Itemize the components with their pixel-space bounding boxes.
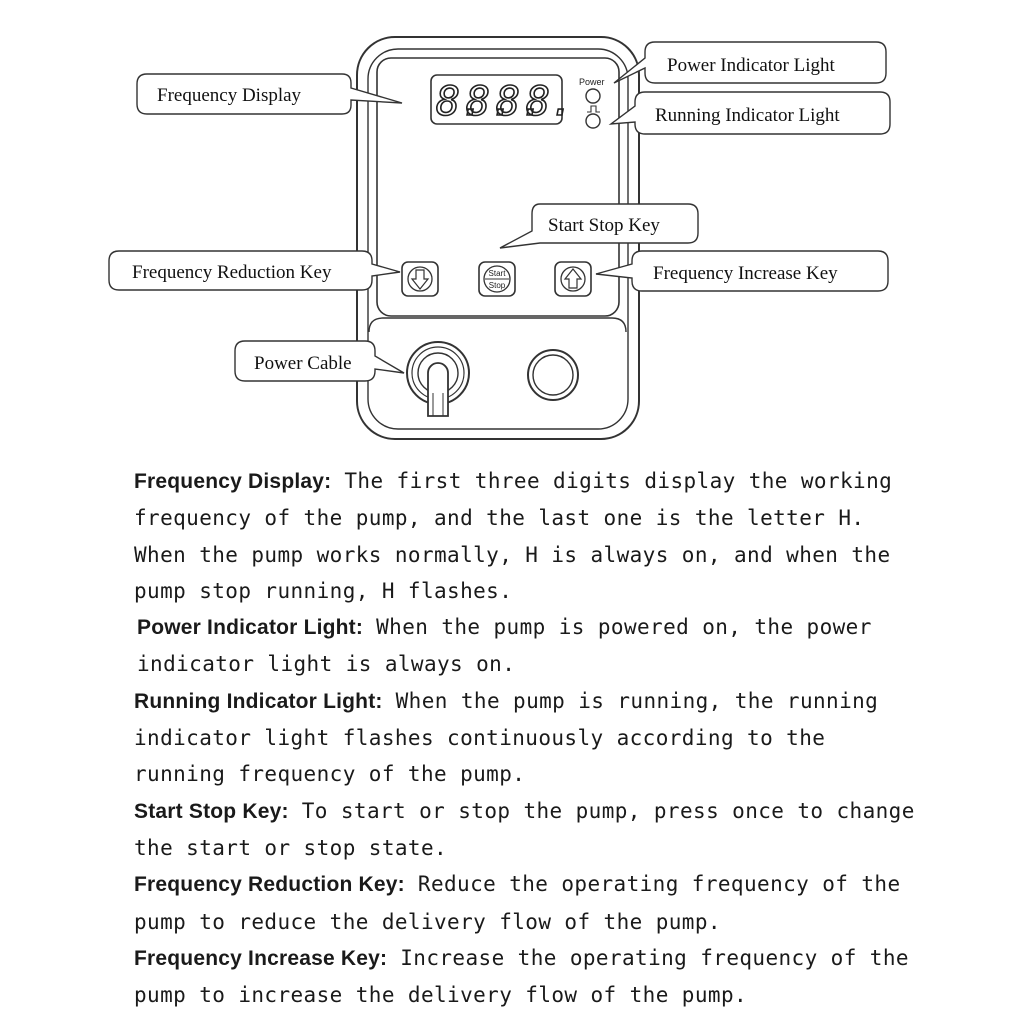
description-text: To start or stop the pump, press once to… (134, 798, 915, 860)
callout-frequency-display: Frequency Display (136, 73, 403, 115)
description-text: When the pump is powered on, the power i… (137, 615, 872, 677)
description-term: Running Indicator Light: (134, 689, 383, 713)
description-term: Frequency Reduction Key: (134, 873, 405, 897)
frequency-increase-key[interactable] (554, 261, 592, 297)
arrow-up-icon (563, 268, 583, 289)
description-term: Power Indicator Light: (137, 616, 364, 640)
start-label: Start (489, 269, 507, 278)
description-item: Running Indicator Light: When the pump i… (134, 683, 924, 793)
frequency-display: 8. 8. 8. 8. (430, 74, 575, 126)
description-item: Power Indicator Light: When the pump is … (134, 609, 924, 683)
callout-start-stop-key: Start Stop Key (499, 203, 699, 249)
description-item: Frequency Increase Key: Increase the ope… (134, 940, 924, 1014)
pump-controller-diagram: 8. 8. 8. 8. Power Start Stop (108, 36, 891, 440)
callout-frequency-reduction-key: Frequency Reduction Key (108, 250, 401, 291)
frequency-reduction-key[interactable] (401, 261, 439, 297)
callout-label: Running Indicator Light (655, 105, 840, 126)
callout-label: Start Stop Key (548, 215, 660, 236)
description-text: The first three digits display the worki… (134, 469, 893, 603)
description-text: Reduce the operating frequency of the pu… (134, 872, 901, 934)
callout-label: Frequency Increase Key (653, 263, 838, 284)
description-item: Frequency Display: The first three digit… (134, 463, 924, 609)
description-item: Start Stop Key: To start or stop the pum… (134, 793, 924, 867)
stop-label: Stop (489, 281, 506, 290)
blank-port (527, 349, 579, 401)
arrow-down-icon (410, 269, 430, 290)
description-term: Frequency Display: (134, 470, 332, 493)
callout-label: Frequency Reduction Key (132, 262, 332, 283)
display-digit: 8. (496, 79, 544, 125)
display-digit: 8. (526, 79, 574, 125)
description-text: When the pump is running, the running in… (134, 688, 879, 787)
power-cable-gland (406, 341, 470, 417)
pulse-icon (587, 105, 600, 113)
display-digit: 8. (436, 79, 484, 125)
callout-power-indicator: Power Indicator Light (613, 41, 887, 84)
power-indicator-light (585, 88, 601, 104)
callout-label: Frequency Display (157, 85, 302, 106)
display-digit: 8. (466, 79, 514, 125)
callout-power-cable: Power Cable (234, 340, 405, 382)
running-indicator-light (585, 113, 601, 129)
callout-label: Power Indicator Light (667, 55, 836, 76)
description-list: Frequency Display: The first three digit… (134, 463, 924, 1013)
power-indicator-label: Power (579, 77, 605, 87)
description-item: Frequency Reduction Key: Reduce the oper… (134, 866, 924, 940)
start-stop-key[interactable]: Start Stop (478, 261, 516, 297)
description-term: Frequency Increase Key: (134, 946, 388, 970)
power-cable (427, 362, 449, 417)
callout-running-indicator: Running Indicator Light (608, 91, 891, 135)
callout-frequency-increase-key: Frequency Increase Key (595, 250, 889, 292)
description-term: Start Stop Key: (134, 799, 289, 823)
callout-label: Power Cable (254, 353, 352, 374)
description-text: Increase the operating frequency of the … (134, 945, 909, 1008)
